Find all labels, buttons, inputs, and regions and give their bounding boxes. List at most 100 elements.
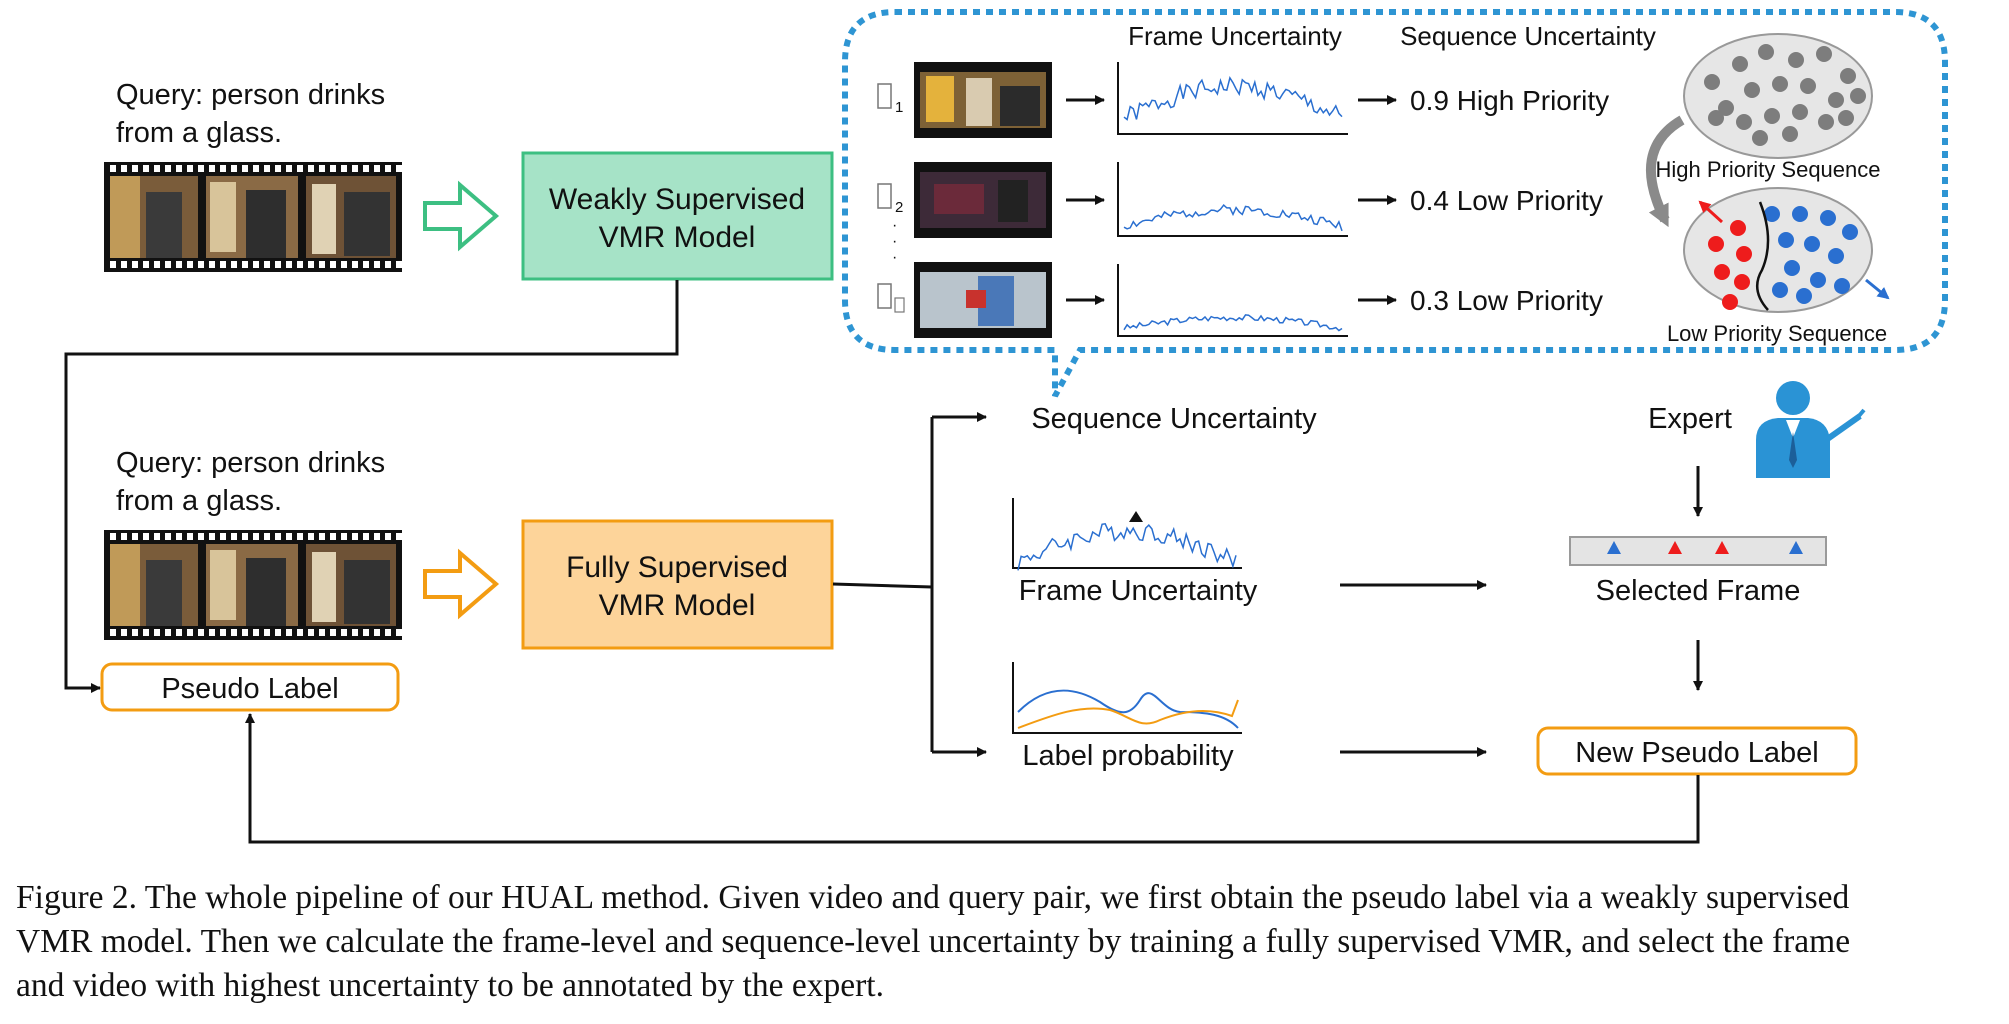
red-dot bbox=[1734, 274, 1750, 290]
high-priority-cluster bbox=[1683, 33, 1873, 159]
priority-score-3: 0.3 Low Priority bbox=[1410, 285, 1603, 316]
film-sprockets bbox=[110, 165, 402, 268]
gray-dot bbox=[1816, 46, 1832, 62]
gray-dot bbox=[1752, 130, 1768, 146]
expert-label: Expert bbox=[1648, 403, 1732, 435]
red-dot bbox=[1722, 294, 1738, 310]
blue-dot bbox=[1828, 248, 1844, 264]
orange-hollow-arrow bbox=[423, 548, 500, 620]
selected-frame-marker-1 bbox=[1607, 541, 1621, 554]
label-probability-curve-blue bbox=[1017, 689, 1239, 729]
gray-dot bbox=[1828, 92, 1844, 108]
blue-dot bbox=[1810, 272, 1826, 288]
new-pseudo-label-text: New Pseudo Label bbox=[1575, 737, 1818, 769]
gray-dot bbox=[1758, 44, 1774, 60]
bottom-video-filmstrip bbox=[104, 530, 402, 640]
svg-text:·: · bbox=[892, 249, 897, 266]
priority-score-1: 0.9 High Priority bbox=[1410, 85, 1609, 116]
new-pseudo-label-box bbox=[1536, 726, 1858, 776]
selected-frame-bar bbox=[1569, 536, 1827, 566]
top-query-line1: Query: person drinks bbox=[116, 79, 385, 111]
frame-uncertainty-curve bbox=[1017, 522, 1237, 571]
frame-uncertainty-label: Frame Uncertainty bbox=[1019, 575, 1258, 607]
label-probability-axis bbox=[1012, 662, 1242, 734]
high-priority-sequence-label: High Priority Sequence bbox=[1655, 157, 1880, 182]
film-sprockets bbox=[110, 533, 402, 636]
decision-boundary bbox=[1755, 201, 1770, 311]
video-thumbnail-1 bbox=[914, 62, 1052, 138]
peak-marker bbox=[1129, 511, 1143, 522]
top-video-filmstrip bbox=[104, 162, 402, 272]
frame-uncertainty-curve-1 bbox=[1123, 76, 1343, 121]
selected-frame-marker-3 bbox=[1715, 541, 1729, 554]
inset-row-3: 0.3 Low Priority bbox=[877, 262, 1603, 338]
caption-line-1: Figure 2. The whole pipeline of our HUAL… bbox=[16, 879, 1850, 916]
frame-uncertainty-axis bbox=[1012, 498, 1242, 569]
sequence-uncertainty-label: Sequence Uncertainty bbox=[1031, 403, 1317, 435]
selected-frame-marker-4 bbox=[1789, 541, 1803, 554]
gray-dot bbox=[1840, 68, 1856, 84]
selected-frame-marker-2 bbox=[1668, 541, 1682, 554]
red-dot bbox=[1736, 246, 1752, 262]
feedback-loop-connector bbox=[245, 713, 1700, 844]
mini-axis-3 bbox=[1117, 264, 1348, 337]
svg-text:1: 1 bbox=[895, 99, 903, 116]
inset-sequence-uncertainty-header: Sequence Uncertainty bbox=[1400, 21, 1656, 51]
fully-supervised-label-line2: VMR Model bbox=[599, 589, 756, 622]
label-probability-label: Label probability bbox=[1022, 740, 1234, 772]
caption-line-3: and video with highest uncertainty to be… bbox=[16, 967, 884, 1004]
video-thumbnail-3 bbox=[914, 262, 1052, 338]
pseudo-label-box bbox=[100, 662, 400, 712]
blue-dot bbox=[1778, 232, 1794, 248]
fully-supervised-label-line1: Fully Supervised bbox=[566, 551, 788, 584]
low-priority-dots bbox=[1708, 206, 1858, 310]
frame-uncertainty-curve-2 bbox=[1123, 204, 1343, 232]
figure-caption: Figure 2. The whole pipeline of our HUAL… bbox=[16, 876, 2001, 1008]
weakly-supervised-label-line1: Weakly Supervised bbox=[549, 183, 805, 216]
svg-text:·: · bbox=[892, 217, 897, 234]
blue-dot bbox=[1764, 206, 1780, 222]
selected-frame-label: Selected Frame bbox=[1596, 575, 1801, 607]
red-dot bbox=[1714, 264, 1730, 280]
gray-dot bbox=[1788, 52, 1804, 68]
svg-text:·: · bbox=[892, 233, 897, 250]
gray-dot bbox=[1764, 108, 1780, 124]
pipeline-diagram: Frame Uncertainty Sequence Uncertainty 1… bbox=[64, 9, 1948, 844]
gray-dot bbox=[1782, 126, 1798, 142]
gray-dot bbox=[1838, 110, 1854, 126]
bottom-query-line1: Query: person drinks bbox=[116, 447, 385, 479]
gray-dot bbox=[1708, 110, 1724, 126]
video-symbol-n bbox=[877, 283, 892, 309]
inset-callout-border bbox=[842, 9, 1948, 398]
mini-axis-1 bbox=[1117, 62, 1348, 135]
blue-dot bbox=[1792, 206, 1808, 222]
expert-icon bbox=[1756, 381, 1866, 478]
high-priority-dots bbox=[1704, 44, 1866, 146]
blue-dot bbox=[1842, 224, 1858, 240]
gray-dot bbox=[1704, 74, 1720, 90]
fully-supervised-vmr-box bbox=[521, 519, 834, 650]
bottom-query-line2: from a glass. bbox=[116, 485, 282, 517]
weakly-supervised-label-line2: VMR Model bbox=[599, 221, 756, 254]
weak-to-pseudo-connector bbox=[64, 280, 679, 693]
inset-frame-uncertainty-header: Frame Uncertainty bbox=[1128, 21, 1342, 51]
svg-text:2: 2 bbox=[895, 199, 903, 216]
gray-dot bbox=[1800, 78, 1816, 94]
gray-dot bbox=[1850, 88, 1866, 104]
priority-score-2: 0.4 Low Priority bbox=[1410, 185, 1603, 216]
red-dot bbox=[1708, 236, 1724, 252]
red-dot bbox=[1730, 220, 1746, 236]
blue-dot bbox=[1820, 210, 1836, 226]
selection-curved-arrow bbox=[1645, 115, 1685, 228]
gray-dot bbox=[1772, 76, 1788, 92]
video-symbol-1 bbox=[877, 83, 892, 109]
frame-uncertainty-curve-3 bbox=[1123, 314, 1343, 332]
blue-dot bbox=[1804, 236, 1820, 252]
blue-dot bbox=[1834, 278, 1850, 294]
blue-dot bbox=[1796, 288, 1812, 304]
gray-dot bbox=[1792, 104, 1808, 120]
caption-line-2: VMR model. Then we calculate the frame-l… bbox=[16, 923, 1851, 960]
inset-row-1: 1 0.9 High Priority bbox=[877, 62, 1609, 138]
top-query-line2: from a glass. bbox=[116, 117, 282, 149]
gray-dot bbox=[1718, 100, 1734, 116]
